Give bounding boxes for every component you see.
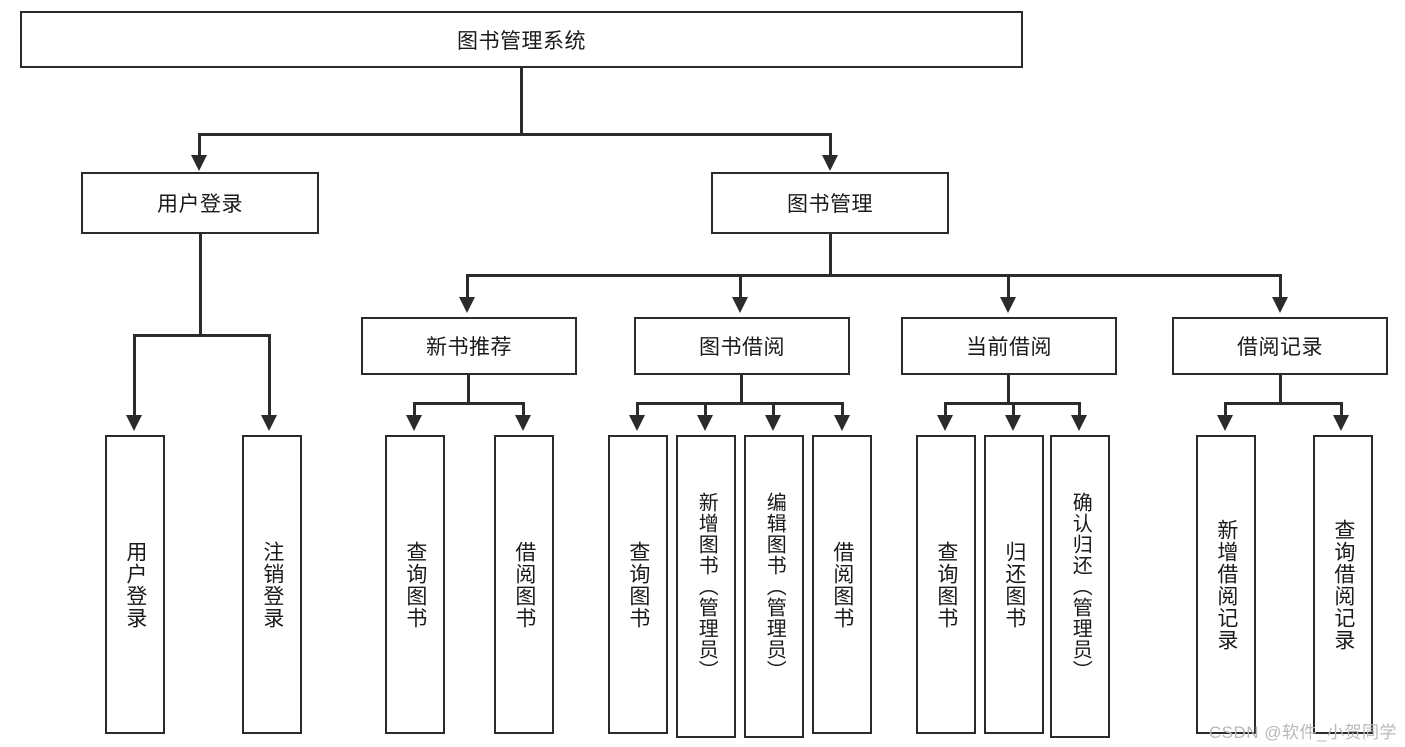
edge-root-to-book-management <box>829 133 832 158</box>
edge-root-to-user-login <box>198 133 201 158</box>
arrow-bm-to-new-book <box>459 297 475 313</box>
leaf-borrow-book-recommend[interactable]: 借阅图书 <box>494 435 554 734</box>
edge-br-to-leaf-0 <box>1224 402 1227 418</box>
edge-new-book-stem <box>467 375 470 404</box>
node-book-management[interactable]: 图书管理 <box>711 172 949 234</box>
edge-bm-to-new-book <box>466 274 469 300</box>
edge-new-book-bus <box>413 402 525 405</box>
node-label: 新增借阅记录 <box>1214 518 1238 651</box>
arrow-root-to-user-login <box>191 155 207 171</box>
arrow-user-login-to-leaf-0 <box>126 415 142 431</box>
leaf-add-book-admin[interactable]: 新增图书（管理员） <box>676 435 736 738</box>
leaf-add-borrow-record[interactable]: 新增借阅记录 <box>1196 435 1256 734</box>
node-label: 借阅图书 <box>512 540 536 629</box>
leaf-query-book-current[interactable]: 查询图书 <box>916 435 976 734</box>
arrow-bb-to-leaf-2 <box>765 415 781 431</box>
edge-book-borrow-bus <box>636 402 844 405</box>
arrow-cb-to-leaf-2 <box>1071 415 1087 431</box>
arrow-new-book-to-leaf-1 <box>515 415 531 431</box>
edge-user-login-stem <box>199 234 202 336</box>
edge-root-stem <box>520 68 523 135</box>
edge-current-borrow-stem <box>1007 375 1010 404</box>
edge-borrow-record-stem <box>1279 375 1282 404</box>
leaf-return-book[interactable]: 归还图书 <box>984 435 1044 734</box>
node-label: 图书管理系统 <box>457 29 586 53</box>
node-label: 确认归还（管理员） <box>1069 492 1092 681</box>
node-label: 查询图书 <box>626 540 650 629</box>
leaf-query-borrow-record[interactable]: 查询借阅记录 <box>1313 435 1373 734</box>
edge-borrow-record-bus <box>1224 402 1343 405</box>
edge-user-login-to-leaf-0 <box>133 334 136 418</box>
edge-bb-to-leaf-0 <box>636 402 639 418</box>
edge-book-borrow-stem <box>740 375 743 404</box>
edge-new-book-to-leaf-1 <box>522 402 525 418</box>
arrow-bm-to-current-borrow <box>1000 297 1016 313</box>
edge-cb-to-leaf-0 <box>944 402 947 418</box>
edge-root-bus <box>198 133 832 136</box>
arrow-root-to-book-management <box>822 155 838 171</box>
node-root-book-management-system[interactable]: 图书管理系统 <box>20 11 1023 68</box>
arrow-cb-to-leaf-0 <box>937 415 953 431</box>
leaf-confirm-return-admin[interactable]: 确认归还（管理员） <box>1050 435 1110 738</box>
node-label: 查询图书 <box>403 540 427 629</box>
edge-bm-to-book-borrow <box>739 274 742 300</box>
edge-user-login-bus <box>133 334 270 337</box>
node-new-book-recommend[interactable]: 新书推荐 <box>361 317 577 375</box>
arrow-bb-to-leaf-0 <box>629 415 645 431</box>
leaf-edit-book-admin[interactable]: 编辑图书（管理员） <box>744 435 804 738</box>
leaf-borrow-book[interactable]: 借阅图书 <box>812 435 872 734</box>
leaf-user-login[interactable]: 用户登录 <box>105 435 165 734</box>
leaf-query-book-borrow[interactable]: 查询图书 <box>608 435 668 734</box>
edge-bb-to-leaf-2 <box>772 402 775 418</box>
node-label: 图书借阅 <box>699 336 785 359</box>
edge-user-login-to-leaf-1 <box>268 334 271 418</box>
node-label: 借阅图书 <box>830 540 854 629</box>
edge-bb-to-leaf-1 <box>704 402 707 418</box>
edge-bm-to-borrow-record <box>1279 274 1282 300</box>
edge-book-management-stem <box>829 233 832 276</box>
edge-cb-to-leaf-2 <box>1078 402 1081 418</box>
edge-book-management-bus <box>466 274 1282 277</box>
arrow-bb-to-leaf-3 <box>834 415 850 431</box>
arrow-new-book-to-leaf-0 <box>406 415 422 431</box>
node-label: 归还图书 <box>1002 540 1026 629</box>
arrow-br-to-leaf-1 <box>1333 415 1349 431</box>
edge-cb-to-leaf-1 <box>1012 402 1015 418</box>
node-user-login[interactable]: 用户登录 <box>81 172 319 234</box>
node-label: 用户登录 <box>123 540 147 629</box>
node-label: 借阅记录 <box>1237 336 1323 359</box>
node-label: 新书推荐 <box>426 336 512 359</box>
node-label: 注销登录 <box>260 540 284 629</box>
arrow-bb-to-leaf-1 <box>697 415 713 431</box>
node-label: 图书管理 <box>787 193 873 216</box>
node-label: 编辑图书（管理员） <box>763 492 786 681</box>
node-book-borrow[interactable]: 图书借阅 <box>634 317 850 375</box>
edge-new-book-to-leaf-0 <box>413 402 416 418</box>
node-label: 查询图书 <box>934 540 958 629</box>
edge-br-to-leaf-1 <box>1340 402 1343 418</box>
node-borrow-record[interactable]: 借阅记录 <box>1172 317 1388 375</box>
node-label: 查询借阅记录 <box>1331 518 1355 651</box>
leaf-logout[interactable]: 注销登录 <box>242 435 302 734</box>
node-label: 新增图书（管理员） <box>695 492 718 681</box>
node-current-borrow[interactable]: 当前借阅 <box>901 317 1117 375</box>
leaf-query-book-recommend[interactable]: 查询图书 <box>385 435 445 734</box>
arrow-br-to-leaf-0 <box>1217 415 1233 431</box>
arrow-user-login-to-leaf-1 <box>261 415 277 431</box>
node-label: 当前借阅 <box>966 336 1052 359</box>
edge-bm-to-current-borrow <box>1007 274 1010 300</box>
arrow-bm-to-book-borrow <box>732 297 748 313</box>
node-label: 用户登录 <box>157 193 243 216</box>
arrow-bm-to-borrow-record <box>1272 297 1288 313</box>
edge-bb-to-leaf-3 <box>841 402 844 418</box>
arrow-cb-to-leaf-1 <box>1005 415 1021 431</box>
